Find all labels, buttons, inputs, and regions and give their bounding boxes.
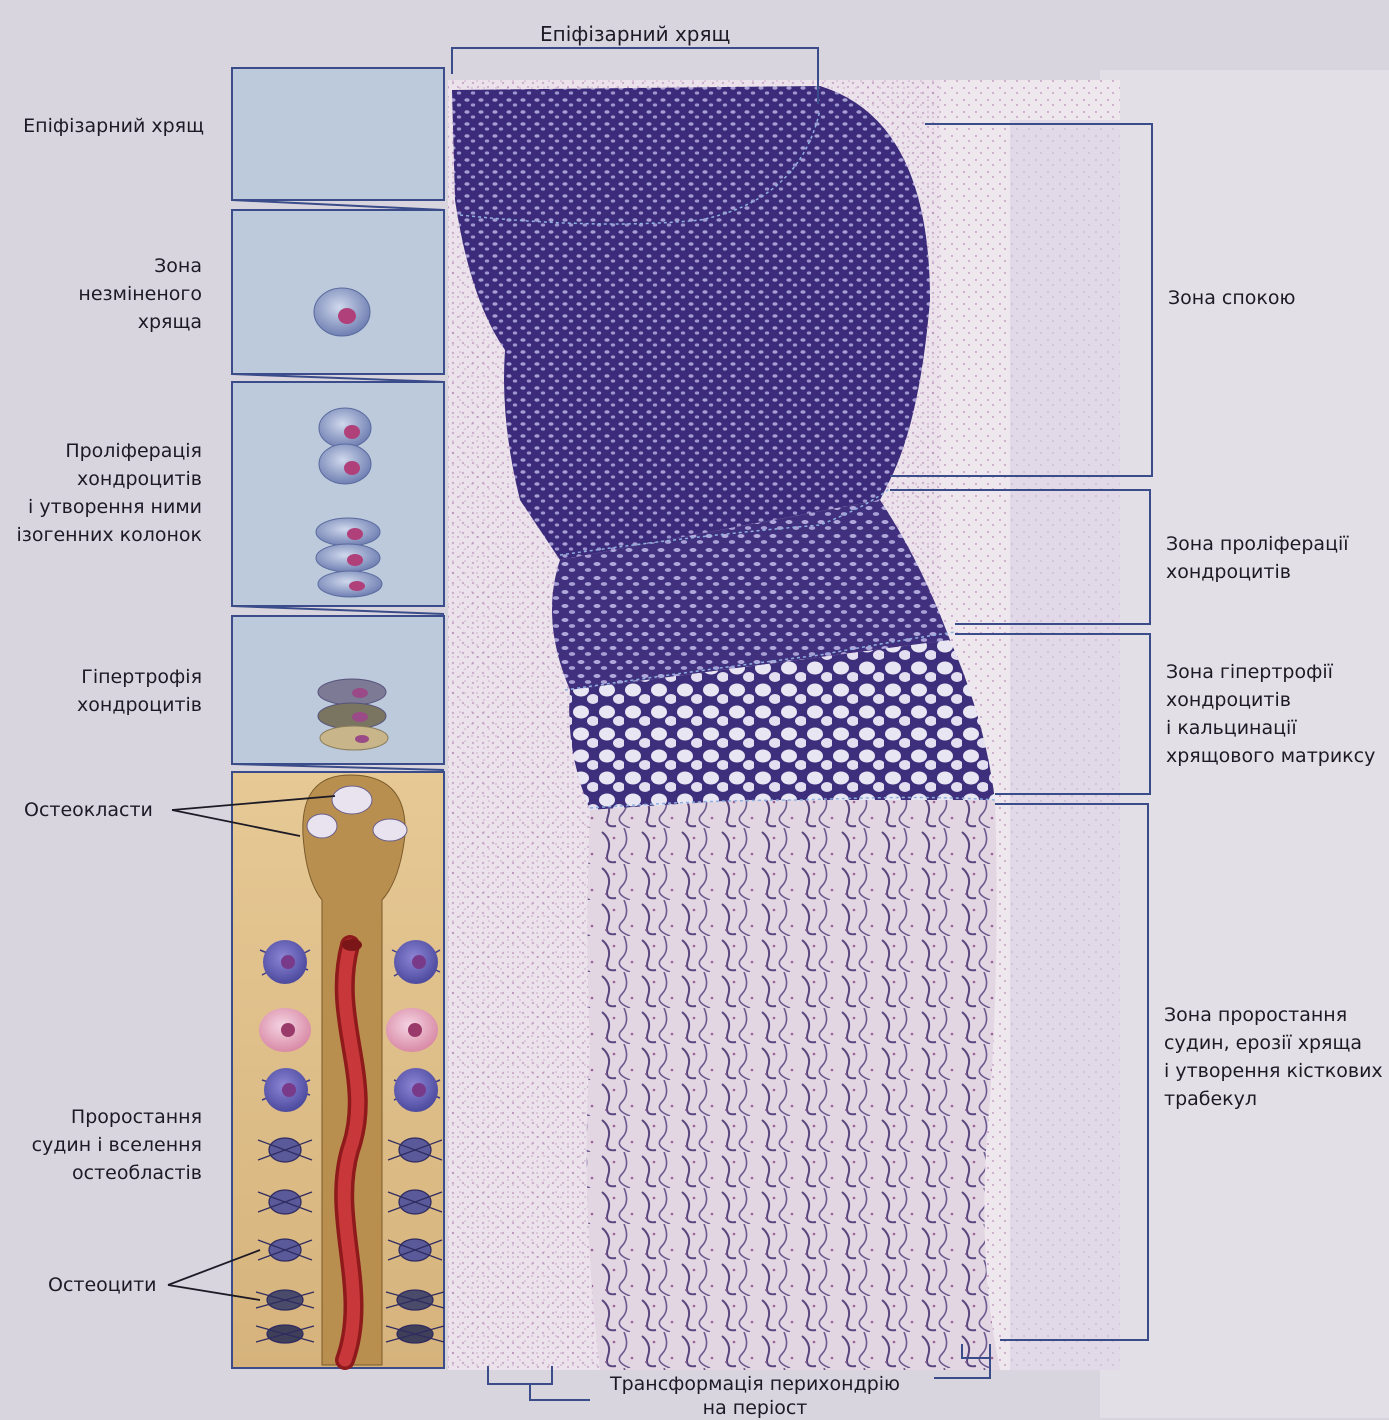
- left-label-proliferation: Проліферація хондроцитів і утворення ним…: [16, 437, 202, 549]
- right-label-ossification-zone: Зона проростання судин, ерозії хряща і у…: [1164, 1001, 1383, 1113]
- right-label-hypertrophy-zone: Зона гіпертрофії хондроцитів і кальцинац…: [1166, 658, 1375, 770]
- right-label-rest-zone: Зона спокою: [1168, 284, 1296, 312]
- left-label-unchanged-zone: Зона незміненого хряща: [78, 252, 202, 336]
- right-label-proliferation-zone: Зона проліферації хондроцитів: [1166, 530, 1349, 586]
- bottom-label: Трансформація перихондрію на періост: [610, 1372, 900, 1420]
- micrograph: [448, 80, 1120, 1370]
- left-label-osteocytes: Остеоцити: [48, 1271, 156, 1299]
- left-label-epiphyseal: Епіфізарний хрящ: [23, 112, 204, 140]
- left-label-osteoclasts: Остеокласти: [24, 796, 153, 824]
- top-label: Епіфізарний хрящ: [540, 20, 730, 48]
- left-label-hypertrophy: Гіпертрофія хондроцитів: [77, 663, 202, 719]
- left-label-vessels: Проростання судин і вселення остеобласті…: [32, 1103, 202, 1187]
